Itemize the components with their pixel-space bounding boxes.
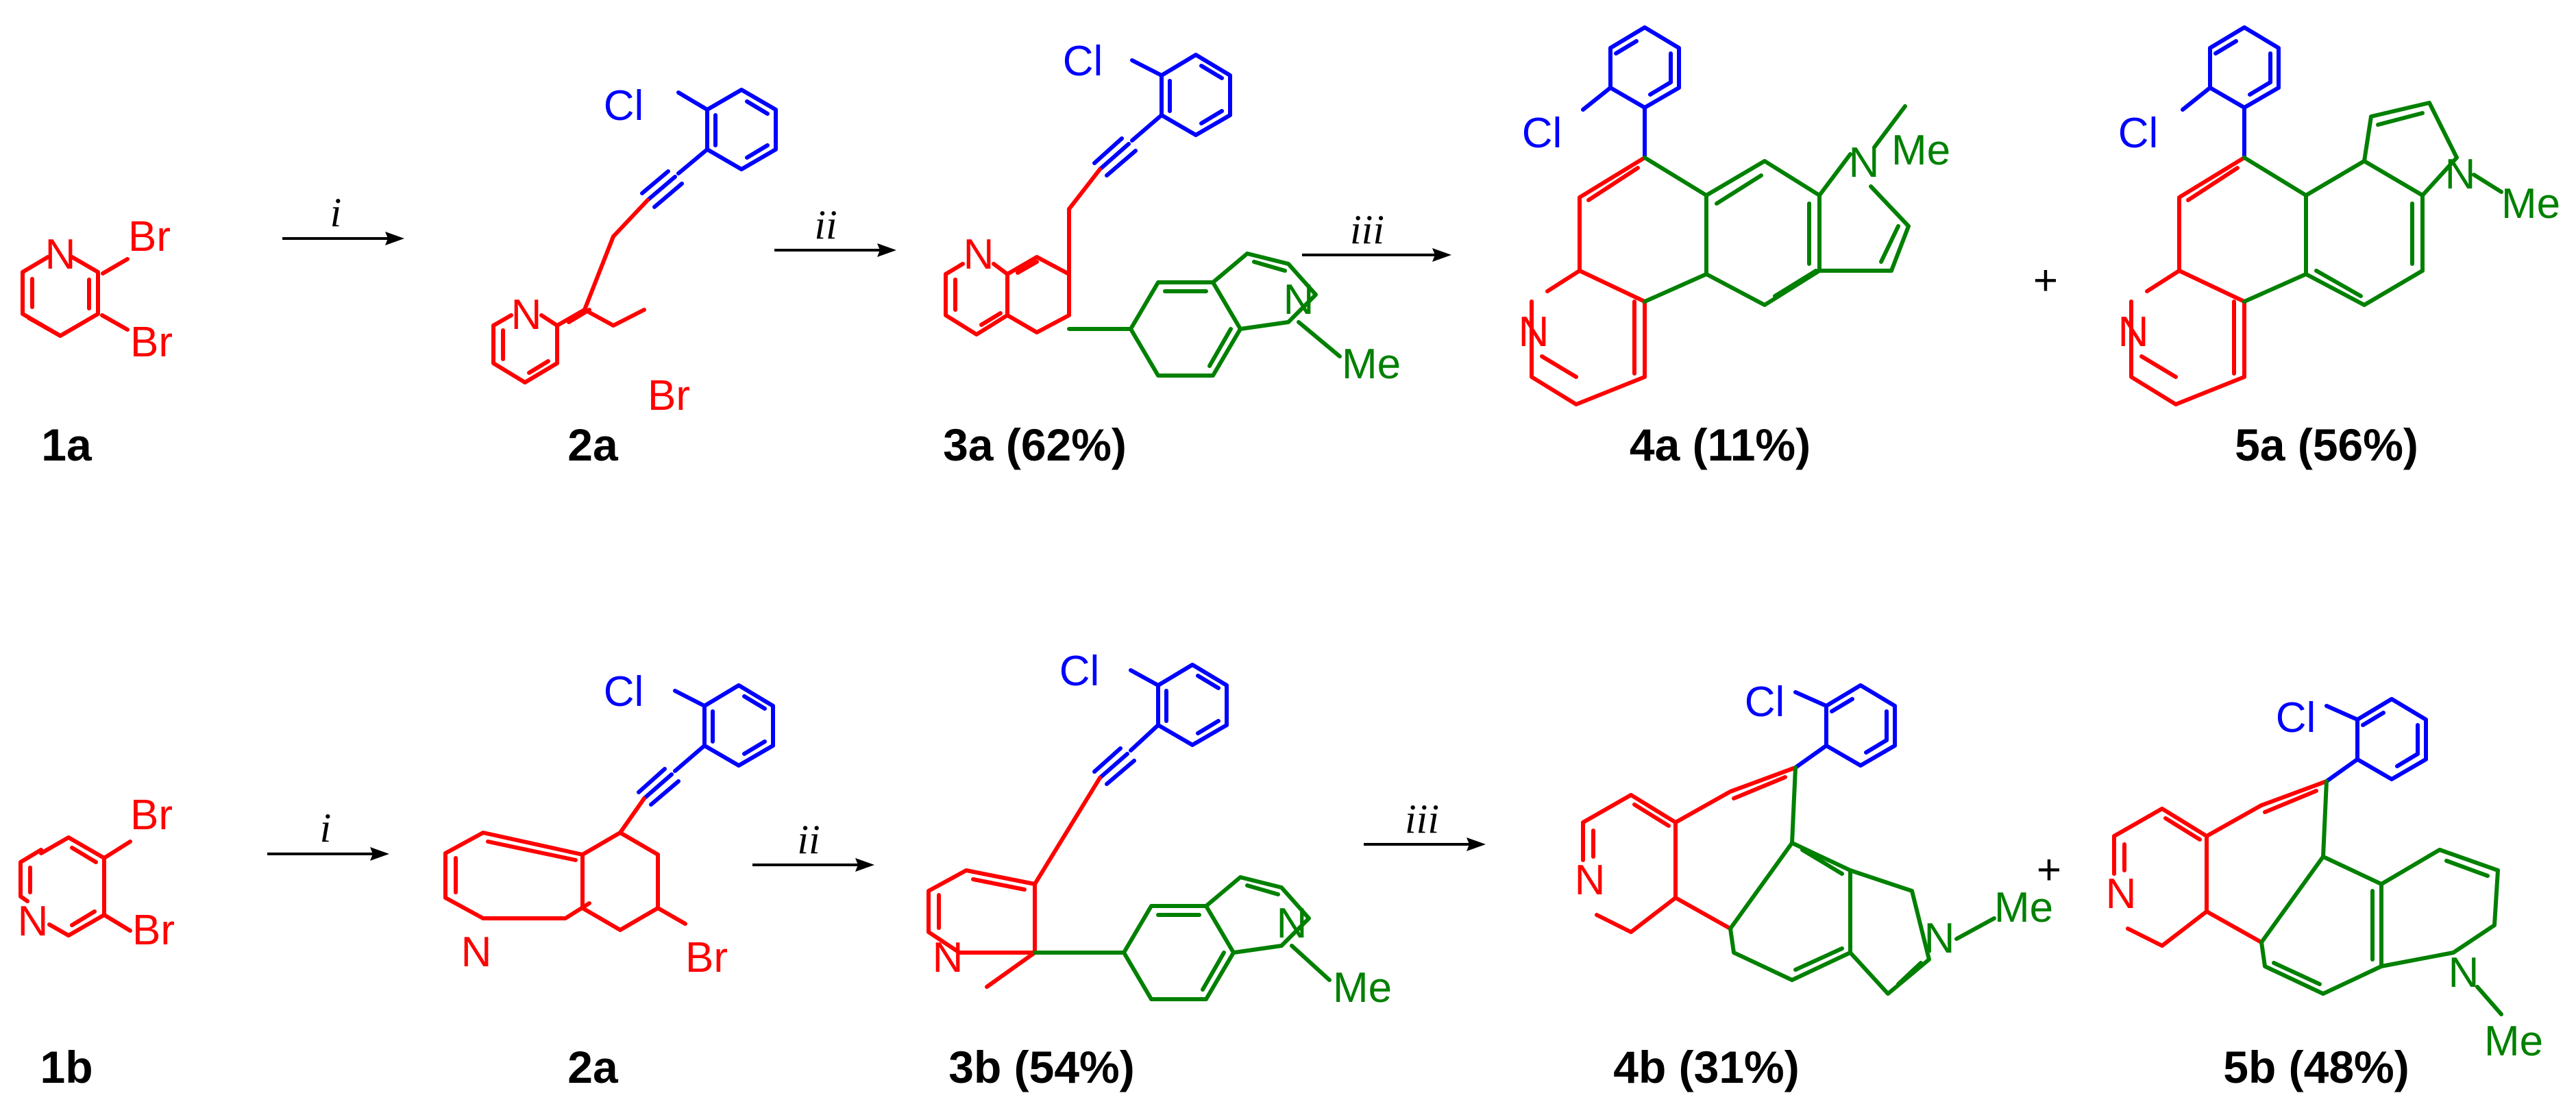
methyl-group: Me xyxy=(1333,964,1392,1012)
compound-label-1b: 1b xyxy=(40,1042,93,1092)
molecule-1b: N Br Br xyxy=(18,792,175,954)
molecule-2a-bottom: Cl N Br xyxy=(443,668,775,981)
nitrogen-atom: N xyxy=(2118,308,2149,356)
chlorine-atom: Cl xyxy=(1522,110,1562,157)
compound-label-2a: 2a xyxy=(567,419,619,470)
bromine-atom: Br xyxy=(128,213,171,260)
nitrogen-atom: N xyxy=(1284,276,1314,323)
compound-label-1a: 1a xyxy=(41,419,93,470)
benzoindole-ring xyxy=(2242,101,2503,307)
molecule-4b: Cl N N Me xyxy=(1575,678,2053,996)
nitrogen-atom: N xyxy=(1924,915,1955,962)
reaction-arrow-step1 xyxy=(267,847,389,861)
indole-ring xyxy=(1067,252,1342,378)
chlorophenyl-ring xyxy=(2181,25,2281,160)
chlorophenyl-ring xyxy=(1092,663,1229,786)
compound-label-5a: 5a (56%) xyxy=(2235,419,2418,470)
chlorine-atom: Cl xyxy=(604,668,644,715)
chlorine-atom: Cl xyxy=(2276,694,2316,742)
reaction-arrow-step3 xyxy=(1364,837,1486,851)
nitrogen-atom: N xyxy=(1575,857,1606,904)
nitrogen-atom: N xyxy=(964,231,994,278)
plus-sign: + xyxy=(2033,257,2058,304)
pyridine-ring xyxy=(443,796,687,932)
nitrogen-atom: N xyxy=(933,934,964,981)
indole-ring xyxy=(1033,875,1332,1001)
molecule-3b: Cl N N Me xyxy=(927,648,1392,1012)
reaction-arrow-step1 xyxy=(282,232,404,245)
chlorophenyl-ring xyxy=(637,683,775,807)
pyridine-ring xyxy=(944,167,1102,336)
chlorine-atom: Cl xyxy=(2118,110,2159,157)
nitrogen-atom: N xyxy=(1849,139,1880,186)
bromine-atom: Br xyxy=(130,319,173,366)
isoquinoline-ring xyxy=(2112,779,2329,948)
methyl-group: Me xyxy=(1891,127,1950,174)
chlorophenyl-ring xyxy=(1793,683,1897,770)
nitrogen-atom: N xyxy=(1277,900,1308,947)
quinoline-ring xyxy=(1530,156,1647,406)
quinoline-ring xyxy=(2129,156,2246,406)
nitrogen-atom: N xyxy=(18,898,49,945)
compound-label-3b: 3b (54%) xyxy=(948,1042,1134,1092)
methyl-group: Me xyxy=(2484,1018,2543,1065)
chlorophenyl-ring xyxy=(640,88,778,209)
bromine-atom: Br xyxy=(130,792,173,839)
compound-label-4b: 4b (31%) xyxy=(1613,1042,1799,1092)
chlorine-atom: Cl xyxy=(604,82,644,130)
nitrogen-atom: N xyxy=(511,291,542,339)
bromine-atom: Br xyxy=(132,907,175,954)
benzoindole-ring xyxy=(2259,779,2503,1016)
pyridine-ring-1b xyxy=(19,835,132,938)
benzoindole-ring xyxy=(1728,766,1996,996)
condition-label: iii xyxy=(1350,207,1384,252)
chlorophenyl-ring xyxy=(2324,697,2428,783)
chlorophenyl-ring xyxy=(1581,25,1681,160)
chlorophenyl-ring xyxy=(1092,53,1232,177)
molecule-5b: Cl N N Me xyxy=(2106,694,2544,1065)
condition-label: ii xyxy=(797,817,820,862)
methyl-group: Me xyxy=(2501,180,2560,228)
benzoindole-ring xyxy=(1643,104,1911,307)
chlorine-atom: Cl xyxy=(1745,678,1785,726)
condition-label: iii xyxy=(1405,796,1439,842)
pyridine-ring xyxy=(491,198,650,384)
bromine-atom: Br xyxy=(685,934,728,981)
compound-label-5b: 5b (48%) xyxy=(2223,1042,2409,1092)
molecule-1a: N Br Br xyxy=(21,213,173,366)
molecule-2a-top: Cl N Br xyxy=(491,82,778,419)
nitrogen-atom: N xyxy=(2445,151,2476,198)
condition-label: ii xyxy=(814,202,837,247)
chlorine-atom: Cl xyxy=(1063,38,1103,85)
molecule-4a: Cl N N Me xyxy=(1519,25,1950,406)
nitrogen-atom: N xyxy=(2449,949,2479,996)
condition-label: i xyxy=(330,190,342,235)
methyl-group: Me xyxy=(1994,884,2053,931)
molecule-3a: Cl N N Me xyxy=(944,38,1401,388)
nitrogen-atom: N xyxy=(461,929,492,976)
isoquinoline-ring xyxy=(1581,766,1798,934)
compound-label-3a: 3a (62%) xyxy=(943,419,1127,470)
reaction-arrow-step2 xyxy=(774,243,896,257)
plus-sign: + xyxy=(2037,846,2061,894)
molecule-5a: Cl N N Me xyxy=(2118,25,2560,406)
methyl-group: Me xyxy=(1342,341,1401,388)
nitrogen-atom: N xyxy=(1519,308,1549,356)
condition-label: i xyxy=(320,805,332,850)
chlorine-atom: Cl xyxy=(1059,648,1100,695)
reaction-arrow-step3 xyxy=(1302,248,1451,262)
compound-label-4a: 4a (11%) xyxy=(1630,419,1811,470)
pyridine-ring-1a xyxy=(21,255,130,338)
nitrogen-atom: N xyxy=(2106,870,2137,918)
nitrogen-atom: N xyxy=(45,231,76,278)
compound-label-2a: 2a xyxy=(567,1042,619,1092)
reaction-arrow-step2 xyxy=(752,858,874,872)
bromine-atom: Br xyxy=(648,372,690,419)
